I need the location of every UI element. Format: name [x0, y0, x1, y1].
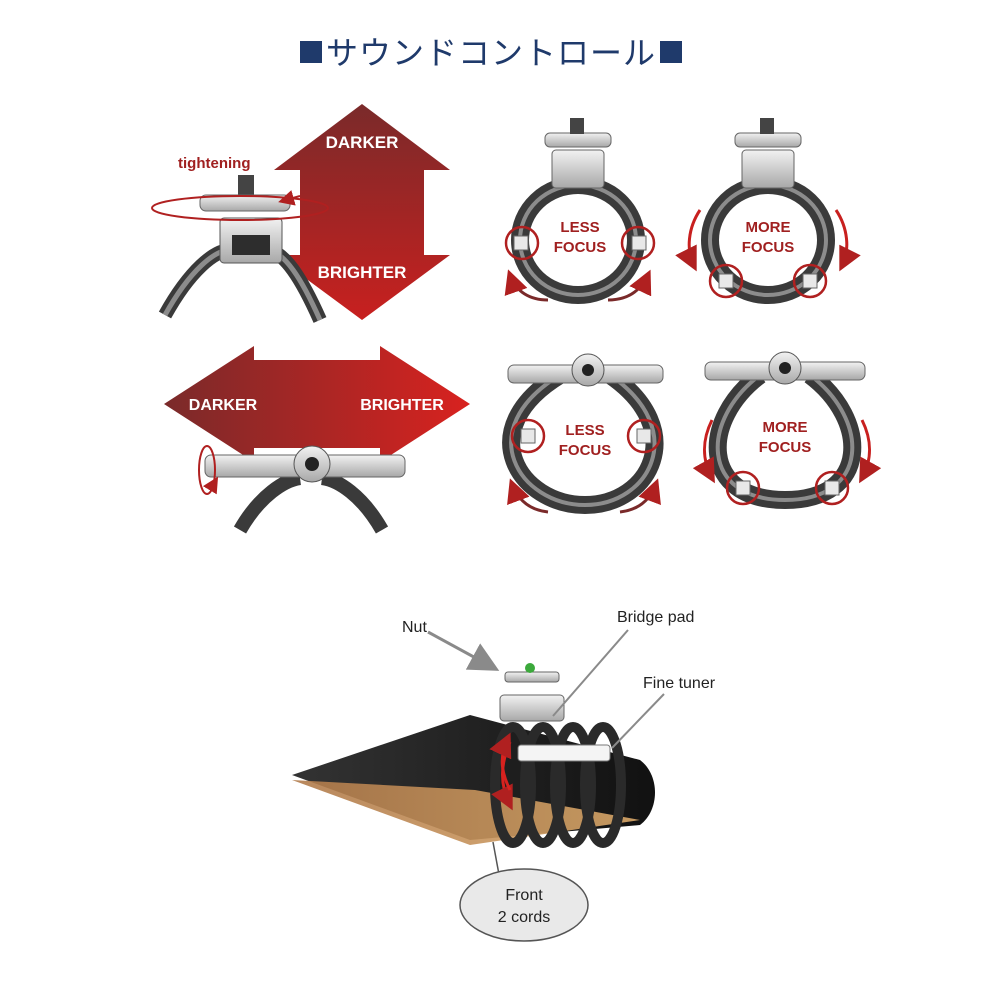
- front-cords-callout-bubble: [459, 868, 589, 942]
- callout-line1: Front: [505, 887, 543, 904]
- more-focus-line2-bottom: FOCUS: [759, 439, 812, 456]
- brighter-label-right: BRIGHTER: [360, 397, 444, 414]
- more-focus-line2-top: FOCUS: [742, 239, 795, 256]
- less-focus-line1-top: LESS: [560, 219, 599, 236]
- less-focus-line2-bottom: FOCUS: [559, 442, 612, 459]
- darker-label-left: DARKER: [189, 397, 258, 414]
- callout-line2: 2 cords: [498, 909, 550, 926]
- side-screw-illustration: [198, 445, 406, 534]
- brighter-label-bottom: BRIGHTER: [318, 263, 407, 282]
- more-focus-panel-top: MORE FOCUS: [675, 118, 861, 304]
- vertical-tone-arrow: DARKER BRIGHTER: [274, 104, 450, 320]
- title-square-right-icon: [660, 41, 682, 63]
- more-focus-panel-bottom: MORE FOCUS: [692, 351, 882, 510]
- less-focus-line2-top: FOCUS: [554, 239, 607, 256]
- bridge-pad-label: Bridge pad: [617, 609, 694, 626]
- fine-tuner-label: Fine tuner: [643, 675, 716, 692]
- less-focus-panel-top: LESS FOCUS: [504, 118, 656, 304]
- mouthpiece-illustration: [292, 663, 655, 848]
- darker-label-top: DARKER: [326, 133, 399, 152]
- page-title-text: サウンドコントロール: [325, 34, 656, 72]
- diagram-callouts: Nut Bridge pad Fine tuner Front 2 cords: [402, 609, 716, 942]
- less-focus-panel-bottom: LESS FOCUS: [502, 353, 664, 515]
- ligature-screw-illustration: [158, 175, 327, 323]
- tightening-indicator: tightening: [151, 155, 329, 221]
- horizontal-tone-arrow: DARKER BRIGHTER: [164, 346, 470, 462]
- more-focus-line1-top: MORE: [746, 219, 791, 236]
- less-focus-line1-bottom: LESS: [565, 422, 604, 439]
- more-focus-line1-bottom: MORE: [763, 419, 808, 436]
- title-square-left-icon: [299, 41, 322, 63]
- page-title: サウンドコントロール: [0, 28, 982, 74]
- tightening-label: tightening: [178, 155, 250, 172]
- nut-label: Nut: [402, 619, 427, 636]
